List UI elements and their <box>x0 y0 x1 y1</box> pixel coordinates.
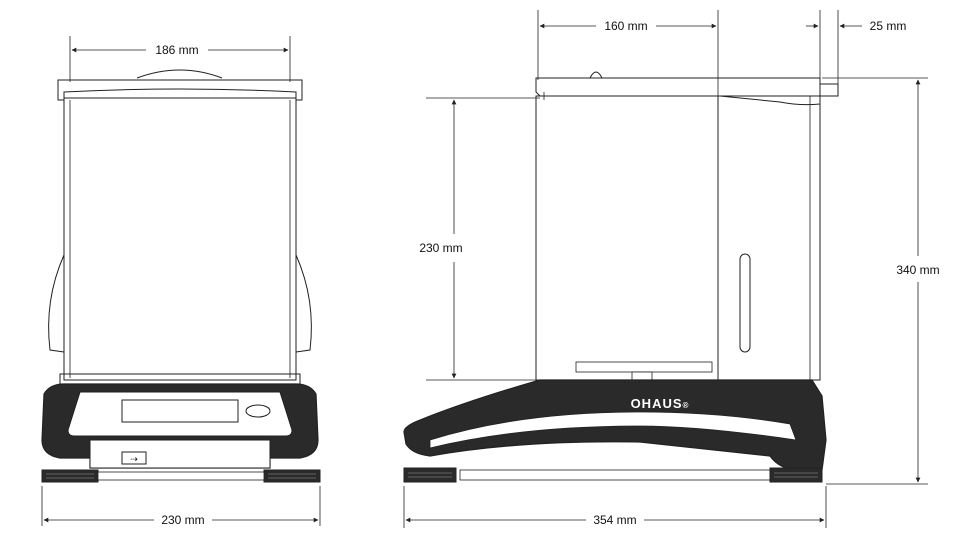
side-dimension-depth-top: 160 mm <box>537 10 719 96</box>
ohaus-logo: OHAUS® <box>631 396 690 411</box>
side-top-handle <box>589 71 603 79</box>
front-left-wing <box>48 254 65 353</box>
front-dimension-bottom: 230 mm <box>41 486 321 527</box>
usb-icon: ⇢ <box>130 454 138 464</box>
side-dimension-chamber-height: 230 mm <box>419 97 540 381</box>
side-rear-foot <box>769 467 823 483</box>
dim-230-base: 230 mm <box>161 513 204 527</box>
front-left-foot <box>41 469 99 483</box>
side-dimension-total-height: 340 mm <box>822 77 940 485</box>
side-dimension-total-depth: 354 mm <box>403 486 827 528</box>
front-right-foot <box>263 469 321 483</box>
side-view: OHAUS® <box>403 71 839 483</box>
dim-25: 25 mm <box>870 19 907 33</box>
front-view: ⇢ <box>41 69 321 483</box>
side-rear-panel <box>717 95 821 381</box>
side-front-foot <box>403 467 457 483</box>
side-top-cover <box>535 77 821 106</box>
front-glass-door <box>63 97 297 381</box>
side-dimension-overhang: 25 mm <box>806 10 906 84</box>
side-glass-chamber <box>535 95 719 381</box>
dim-354: 354 mm <box>593 513 636 527</box>
weighing-pan <box>575 361 713 373</box>
dim-186: 186 mm <box>155 43 198 57</box>
front-right-wing <box>295 254 312 353</box>
side-door-handle <box>739 253 751 353</box>
front-tare-button <box>245 404 271 418</box>
front-top-cover <box>57 79 303 101</box>
front-dimension-top: 186 mm <box>69 36 291 82</box>
dim-230-height: 230 mm <box>419 241 462 255</box>
dim-160: 160 mm <box>604 19 647 33</box>
front-top-handle <box>136 69 223 79</box>
front-display <box>121 399 239 423</box>
dim-340: 340 mm <box>896 263 939 277</box>
usb-port <box>121 451 147 465</box>
